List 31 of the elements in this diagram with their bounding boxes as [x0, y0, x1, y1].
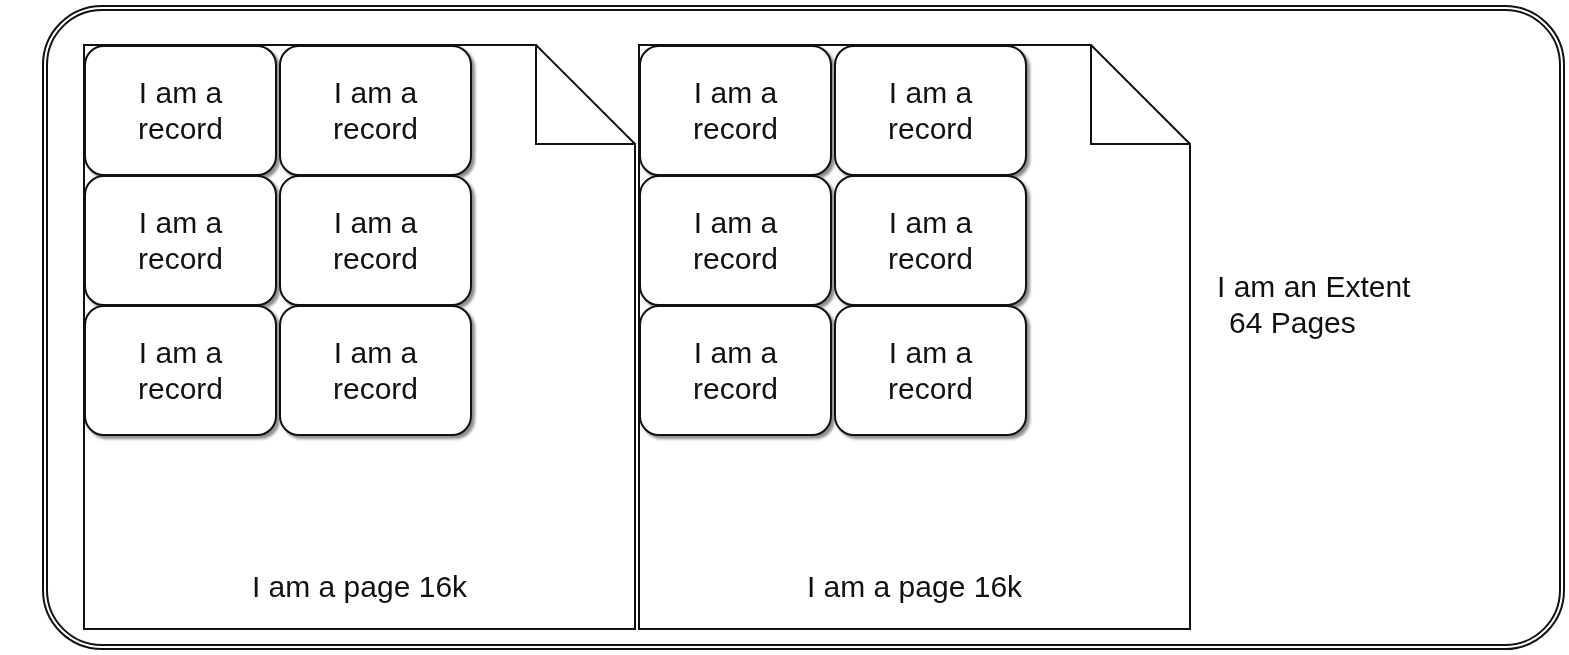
record-label: I am a record — [136, 334, 224, 407]
record-label: I am a record — [886, 204, 974, 277]
record-label: I am a record — [136, 74, 224, 147]
record-box — [279, 305, 472, 436]
extent-label: 64 Pages — [1229, 305, 1356, 341]
record-box — [279, 45, 472, 176]
record-label: I am a record — [691, 74, 779, 147]
extent-container — [42, 5, 1565, 650]
record-label: I am a record — [331, 334, 419, 407]
document-page — [638, 44, 1191, 630]
record-box — [279, 175, 472, 306]
page-label: I am a page 16k — [250, 570, 469, 604]
record-box — [639, 45, 832, 176]
record-label: I am a record — [886, 74, 974, 147]
document-page — [83, 44, 636, 630]
extent-label: I am an Extent — [1217, 269, 1411, 305]
record-box — [84, 305, 277, 436]
record-box — [84, 45, 277, 176]
record-box — [834, 305, 1027, 436]
record-box — [834, 175, 1027, 306]
record-label: I am a record — [331, 204, 419, 277]
record-label: I am a record — [691, 204, 779, 277]
record-label: I am a record — [331, 74, 419, 147]
record-label: I am a record — [886, 334, 974, 407]
page-label: I am a page 16k — [805, 570, 1024, 604]
record-box — [639, 175, 832, 306]
record-box — [84, 175, 277, 306]
record-box — [834, 45, 1027, 176]
record-label: I am a record — [691, 334, 779, 407]
record-label: I am a record — [136, 204, 224, 277]
record-box — [639, 305, 832, 436]
